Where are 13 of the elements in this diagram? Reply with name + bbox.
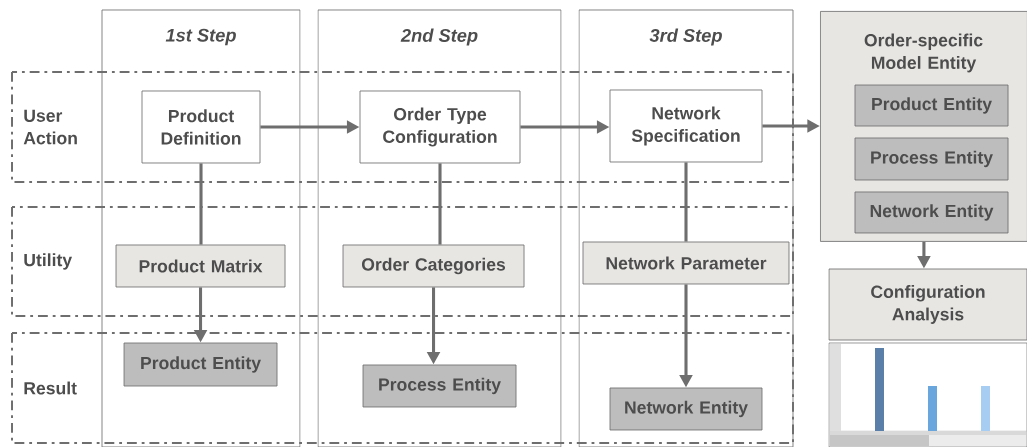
- entity-box: Process Entity: [854, 137, 1009, 181]
- utility-box: Configuration Analysis: [828, 268, 1027, 341]
- process-box: Order Type Configuration: [359, 90, 521, 164]
- utility-box: Product Matrix: [115, 244, 286, 288]
- process-box: Product Definition: [141, 90, 261, 164]
- process-box: Network Specification: [609, 89, 763, 163]
- utility-box: Order Categories: [342, 244, 525, 288]
- entity-box: Network Entity: [854, 191, 1009, 234]
- entity-box: Product Entity: [854, 84, 1009, 127]
- utility-box: Network Parameter: [582, 241, 790, 285]
- entity-box: Network Entity: [609, 387, 763, 431]
- entity-box: Process Entity: [362, 364, 517, 408]
- entity-box: Product Entity: [123, 342, 278, 387]
